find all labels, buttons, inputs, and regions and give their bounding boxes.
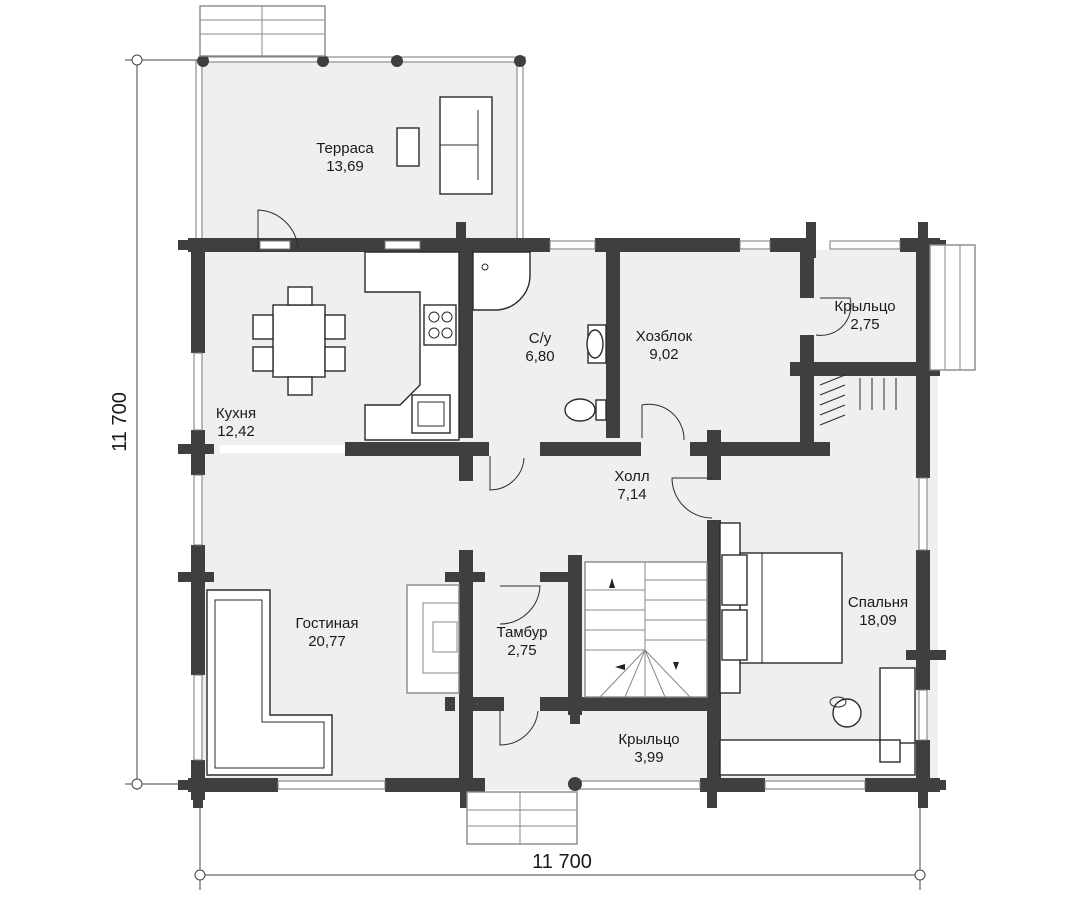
nightstand-icon [719,522,741,694]
chair-icon [324,314,346,340]
room-name: Крыльцо [618,731,679,748]
stair-arrow-icon [673,662,679,670]
room-area: 7,14 [617,486,646,503]
terrace-post [197,55,209,67]
dining-table-icon [272,304,326,378]
room-area: 18,09 [859,612,897,629]
terrace-post [317,55,329,67]
doors [257,209,852,746]
stair-arrow-icon [615,664,625,670]
chair-icon [252,314,274,340]
room-name: Тамбур [497,624,548,641]
closet-hatching [819,374,897,426]
room-area: 13,69 [326,158,364,175]
terrace-railing [195,55,526,243]
terrace-steps [199,5,326,57]
kitchen-furniture [252,251,460,441]
room-area: 2,75 [850,316,879,333]
height-dimension-label: 11 700 [109,392,131,452]
walls [178,222,946,808]
shower-icon [472,251,531,311]
room-labels: Терраса 13,69 Кухня 12,42 С/у 6,80 Хозбл… [216,140,908,766]
terrace-furniture [396,96,493,195]
room-area: 9,02 [649,346,678,363]
porch-right-steps [929,244,976,371]
room-area: 3,99 [634,749,663,766]
terrace-post [514,55,526,67]
chair-icon [252,346,274,372]
room-area: 20,77 [308,633,346,650]
stairs [584,561,708,698]
corner-sofa-icon [206,589,333,776]
room-name: Терраса [316,140,374,157]
pillow-icon [721,554,748,606]
chair-icon [287,286,313,306]
cabinet-icon [879,667,916,744]
chair-icon [324,346,346,372]
kitchen-counter-icon [364,251,460,441]
room-name: С/у [529,330,552,347]
dimension-vertical: 11 700 [109,54,200,790]
bed-icon [739,552,843,664]
computer-icon [879,739,901,763]
room-area: 6,80 [525,348,554,365]
chair-icon [287,376,313,396]
living-furniture [206,584,460,776]
terrace-post [391,55,403,67]
stove-icon [423,304,457,346]
width-dimension-label: 11 700 [532,851,592,873]
toilet-icon [564,398,596,422]
stair-arrow-icon [609,578,615,588]
bathroom-fixtures [472,251,607,422]
room-name: Холл [614,468,649,485]
room-name: Крыльцо [834,298,895,315]
pillow-icon [721,609,748,661]
porch-bottom-steps [466,791,578,845]
chair-icon [832,698,862,728]
room-area: 2,75 [507,642,536,659]
room-area: 12,42 [217,423,255,440]
room-name: Хозблок [636,328,693,345]
room-name: Спальня [848,594,908,611]
room-name: Кухня [216,405,256,422]
table-icon [396,127,420,167]
dimension-horizontal: 11 700 [194,805,926,890]
bedroom-furniture [719,522,916,776]
room-name: Гостиная [296,615,359,632]
